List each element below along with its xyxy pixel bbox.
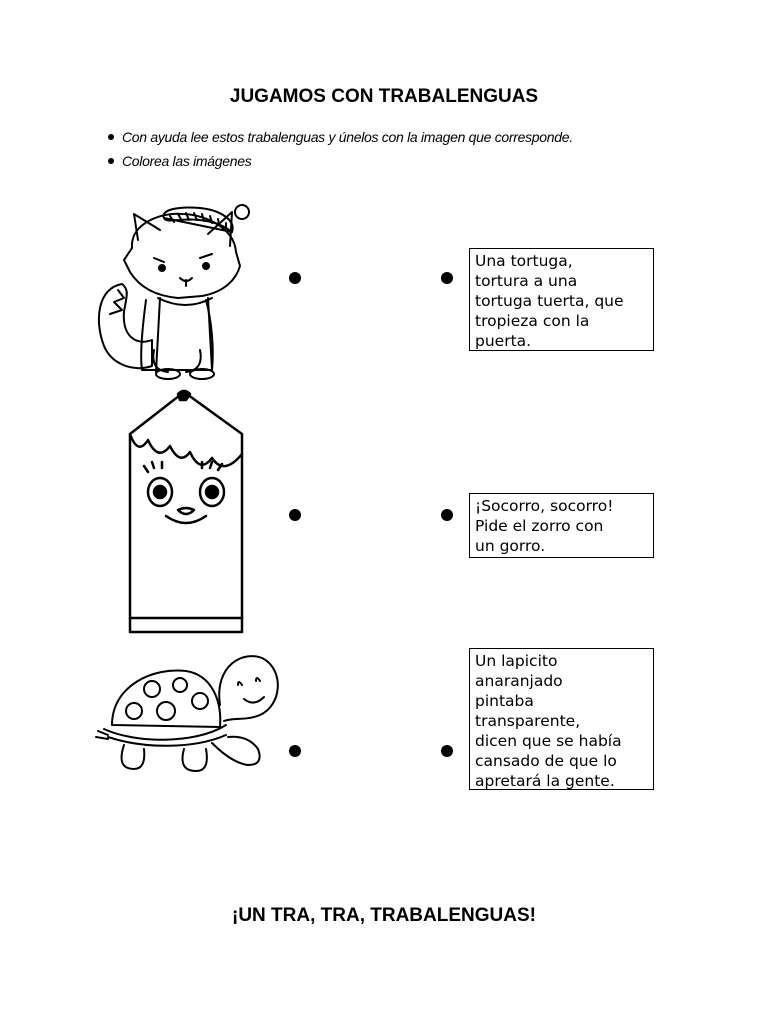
match-dot-right-1[interactable] [441,272,453,284]
instructions-list: Con ayuda lee estos trabalenguas y únelo… [108,128,573,176]
match-dot-left-2[interactable] [289,509,301,521]
page-title: JUGAMOS CON TRABALENGUAS [229,86,539,107]
tongue-twister-box-1: Una tortuga, tortura a una tortuga tuert… [469,248,654,351]
bullet-icon [108,134,114,140]
tongue-twister-box-2: ¡Socorro, socorro! Pide el zorro con un … [469,493,654,558]
match-dot-right-2[interactable] [441,509,453,521]
tongue-twister-box-3: Un lapicito anaranjado pintaba transpare… [469,648,654,790]
footer-title: ¡UN TRA, TRA, TRABALENGUAS! [232,905,536,926]
match-dot-left-1[interactable] [289,272,301,284]
instruction-item: Colorea las imágenes [108,152,573,176]
instruction-item: Con ayuda lee estos trabalenguas y únelo… [108,128,573,152]
match-dot-right-3[interactable] [441,745,453,757]
fox-icon [97,204,250,380]
turtle-icon [95,655,279,772]
match-dot-left-3[interactable] [289,745,301,757]
pencil-icon [128,389,244,634]
bullet-icon [108,158,114,164]
